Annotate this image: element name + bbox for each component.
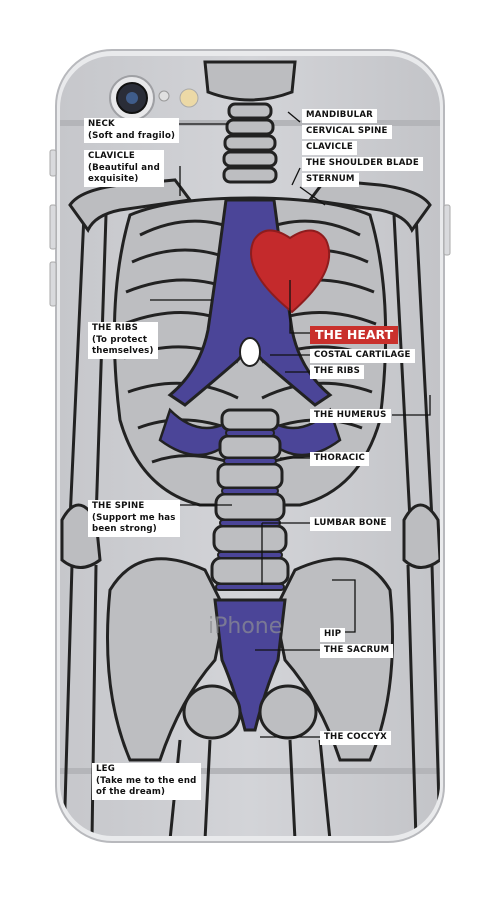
label-costal-cartilage: COSTAL CARTILAGE	[310, 349, 415, 363]
label-clavicle-left-sub2: exquisite)	[88, 174, 139, 184]
skeleton-artwork	[60, 60, 440, 836]
label-lumbar-bone: LUMBAR BONE	[310, 517, 391, 531]
label-spine-sub2: been strong)	[92, 524, 157, 534]
label-leg-sub2: of the dream)	[96, 787, 166, 797]
label-sternum: STERNUM	[302, 173, 359, 187]
label-neck: NECK (Soft and fragilo)	[84, 118, 180, 143]
label-ribs-left: THE RIBS (To protect themselves)	[88, 322, 158, 359]
label-leg: LEG (Take me to the end of the dream)	[92, 763, 201, 800]
label-thoracic: THORACIC	[310, 452, 370, 466]
label-ribs-left-sub1: (To protect	[92, 334, 148, 345]
label-neck-sub: (Soft and fragilo)	[88, 130, 176, 141]
label-spine: THE SPINE (Support me has been strong)	[88, 500, 180, 537]
label-clavicle-left: CLAVICLE (Beautiful and exquisite)	[84, 150, 164, 187]
heart-shape	[250, 229, 331, 314]
label-leg-sub1: (Take me to the end	[96, 775, 197, 786]
label-leg-title: LEG	[96, 764, 116, 774]
label-ribs-left-sub2: themselves)	[92, 346, 154, 356]
label-neck-title: NECK	[88, 119, 115, 129]
iphone-engraving: iPhone	[208, 614, 282, 639]
label-ribs-right: THE RIBS	[310, 365, 365, 379]
label-ribs-left-title: THE RIBS	[92, 323, 139, 333]
label-hip: HIP	[320, 628, 346, 642]
camera-module	[109, 75, 199, 121]
label-clavicle-left-title: CLAVICLE	[88, 151, 135, 161]
label-sacrum: THE SACRUM	[320, 644, 394, 658]
label-spine-title: THE SPINE	[92, 501, 145, 511]
label-mandibular: MANDIBULAR	[302, 109, 377, 123]
label-coccyx: THE COCCYX	[320, 731, 391, 745]
label-shoulder-blade: THE SHOULDER BLADE	[302, 157, 423, 171]
label-heart: THE HEART	[310, 326, 399, 344]
label-humerus: THE HUMERUS	[310, 409, 391, 423]
label-spine-sub1: (Support me has	[92, 512, 176, 523]
label-cervical-spine: CERVICAL SPINE	[302, 125, 392, 139]
label-clavicle-left-sub1: (Beautiful and	[88, 162, 160, 173]
label-clavicle-right: CLAVICLE	[302, 141, 357, 155]
